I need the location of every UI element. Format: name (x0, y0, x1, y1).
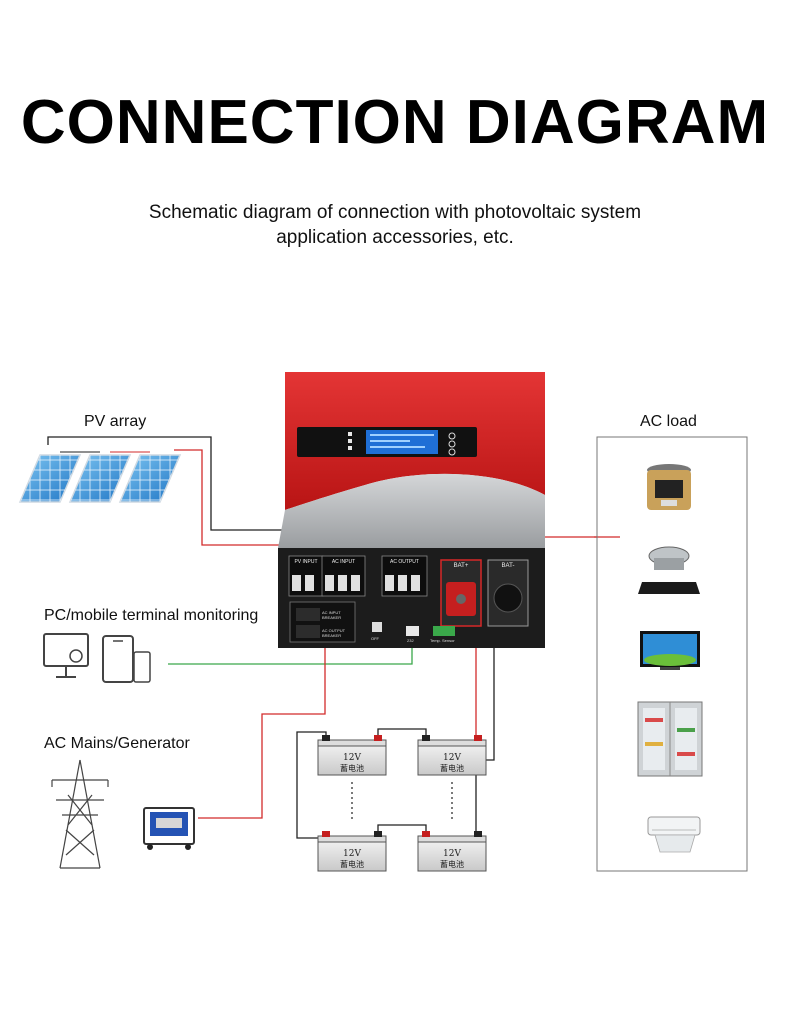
solar-panel-1 (20, 455, 80, 502)
solar-panel-3 (120, 455, 180, 502)
battery-name-label: 蓄电池 (440, 859, 464, 869)
temp-sensor-port (433, 626, 455, 636)
mobile-phone-icon (103, 636, 150, 682)
battery-name-label: 蓄电池 (340, 859, 364, 869)
solar-panels (20, 455, 180, 502)
batteries: 12V 蓄电池 12V 蓄电池 12V 蓄电池 12V 蓄电池 (318, 735, 486, 871)
ac-mains-wire (198, 634, 325, 818)
off-label: OFF (371, 636, 379, 641)
battery-voltage-label: 12V (343, 753, 361, 763)
rice-cooker-icon (647, 464, 691, 510)
air-conditioner-icon (648, 817, 700, 852)
inverter (278, 372, 545, 648)
battery-name-label: 蓄电池 (440, 763, 464, 773)
bat-plus-label: BAT+ (441, 563, 481, 569)
power-switch (372, 622, 382, 632)
bat-minus-label: BAT- (488, 563, 528, 569)
battery-voltage-label: 12V (343, 849, 361, 859)
induction-cooker-icon (638, 547, 700, 594)
generator-icon (144, 808, 194, 850)
ac-output-label: AC OUTPUT (382, 559, 427, 565)
refrigerator-icon (638, 702, 702, 776)
rs232-label: 232 (407, 638, 414, 643)
power-tower-icon (52, 760, 108, 868)
ac-output-breaker-label: AC OUTPUT BREAKER (322, 628, 354, 638)
television-icon (640, 631, 700, 670)
rs232-port (406, 626, 419, 636)
battery-name-label: 蓄电池 (340, 763, 364, 773)
bat-minus-terminal (494, 584, 522, 612)
ac-input-label: AC INPUT (322, 559, 365, 565)
solar-panel-2 (70, 455, 130, 502)
battery-voltage-label: 12V (443, 753, 461, 763)
pv-input-label: PV INPUT (289, 559, 323, 565)
battery-voltage-label: 12V (443, 849, 461, 859)
temp-sensor-label: Temp. Sensor (430, 638, 455, 643)
monitor-icon (44, 634, 88, 677)
ac-input-breaker-label: AC INPUT BREAKER (322, 610, 354, 620)
